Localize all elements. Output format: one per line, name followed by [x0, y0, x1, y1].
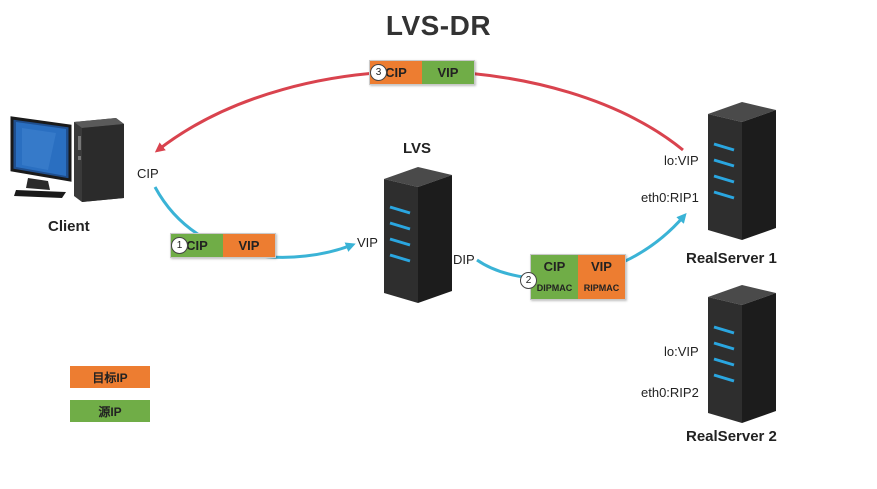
lvs-label: LVS — [403, 140, 432, 157]
packet-2-src-mac: DIPMAC — [531, 277, 578, 299]
diagram-title: LVS-DR — [385, 10, 492, 41]
server-tower-icon — [384, 167, 452, 303]
packet-2-src: CIP — [531, 255, 578, 277]
lvs-vip-label: VIP — [357, 235, 378, 250]
step-3-badge: 3 — [370, 64, 387, 81]
packet-2: CIP VIP DIPMAC RIPMAC — [530, 254, 626, 300]
step-2-badge: 2 — [520, 272, 537, 289]
rs1-eth-label: eth0:RIP1 — [641, 190, 699, 205]
desktop-computer-icon — [10, 116, 124, 202]
rs2-label: RealServer 2 — [686, 428, 777, 445]
packet-2-dst-mac: RIPMAC — [578, 277, 625, 299]
client-ip-label: CIP — [137, 166, 159, 181]
rs1-label: RealServer 1 — [686, 250, 777, 267]
rs2-eth-label: eth0:RIP2 — [641, 385, 699, 400]
packet-1-dst: VIP — [223, 234, 275, 257]
client-label: Client — [48, 218, 90, 235]
legend-src-ip: 源IP — [70, 400, 150, 422]
server-tower-icon — [708, 102, 776, 240]
step-1-badge: 1 — [171, 237, 188, 254]
server-tower-icon — [708, 285, 776, 423]
packet-2-dst: VIP — [578, 255, 625, 277]
rs1-lo-label: lo:VIP — [664, 153, 699, 168]
packet-3-dst: VIP — [422, 61, 474, 84]
legend-dest-ip: 目标IP — [70, 366, 150, 388]
lvs-dip-label: DIP — [453, 252, 475, 267]
rs2-lo-label: lo:VIP — [664, 344, 699, 359]
